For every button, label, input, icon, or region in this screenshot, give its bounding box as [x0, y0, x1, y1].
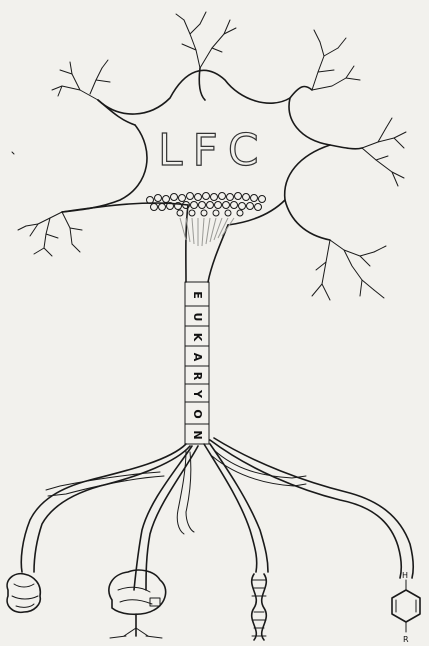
- axon-letter-o: O: [191, 409, 204, 418]
- axon-terminals: [21, 438, 413, 590]
- axon-letter-k: K: [191, 333, 204, 342]
- stray-mark: [12, 152, 14, 154]
- axon: E U K A R Y O N: [185, 282, 209, 444]
- axon-letter-r: R: [191, 372, 204, 381]
- axon-letter-u: U: [191, 313, 204, 322]
- nucleus-cluster: [147, 193, 266, 247]
- soma-label: LFC: [158, 125, 269, 176]
- terminal-organ-left: [7, 574, 40, 613]
- terminal-tree: [109, 570, 166, 638]
- axon-letter-a: A: [191, 353, 204, 362]
- terminal-benzene-ring: H R: [392, 571, 420, 644]
- terminal-dna-helix: [252, 574, 267, 640]
- axon-letter-n: N: [191, 430, 204, 439]
- ring-label-bottom: R: [403, 635, 409, 644]
- ring-label-top: H: [402, 571, 408, 580]
- axon-letter-y: Y: [191, 389, 204, 399]
- axon-letter-e: E: [191, 291, 204, 299]
